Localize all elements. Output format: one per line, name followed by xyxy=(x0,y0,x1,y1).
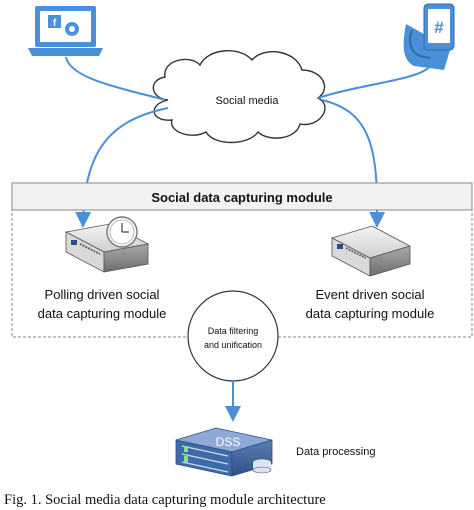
server-box-icon xyxy=(330,225,412,277)
polling-module-label-line1: Polling driven social xyxy=(45,287,160,302)
event-module-label-line2: data capturing module xyxy=(306,306,435,321)
dss-label: DSS xyxy=(216,435,241,449)
filter-label-line2: and unification xyxy=(204,340,262,350)
server-rack-icon xyxy=(175,427,273,477)
cloud-label: Social media xyxy=(216,95,280,107)
filter-label-line1: Data filtering xyxy=(208,326,259,336)
polling-module-label-line2: data capturing module xyxy=(38,306,167,321)
event-module-label-line1: Event driven social xyxy=(315,287,424,302)
data-filtering-node xyxy=(187,290,279,382)
svg-text:#: # xyxy=(434,18,444,37)
laptop-to-cloud-connector xyxy=(65,56,166,101)
svg-text:f: f xyxy=(53,18,57,29)
data-processing-label: Data processing xyxy=(296,446,376,458)
figure-caption: Fig. 1. Social media data capturing modu… xyxy=(4,492,326,508)
laptop-icon: f xyxy=(28,6,103,56)
phone-to-cloud-connector xyxy=(317,65,431,99)
capture-module-title: Social data capturing module xyxy=(151,190,332,205)
server-clock-icon xyxy=(64,216,150,273)
capture-module-title-bar xyxy=(11,182,473,211)
hand-phone-icon: # xyxy=(403,3,455,70)
